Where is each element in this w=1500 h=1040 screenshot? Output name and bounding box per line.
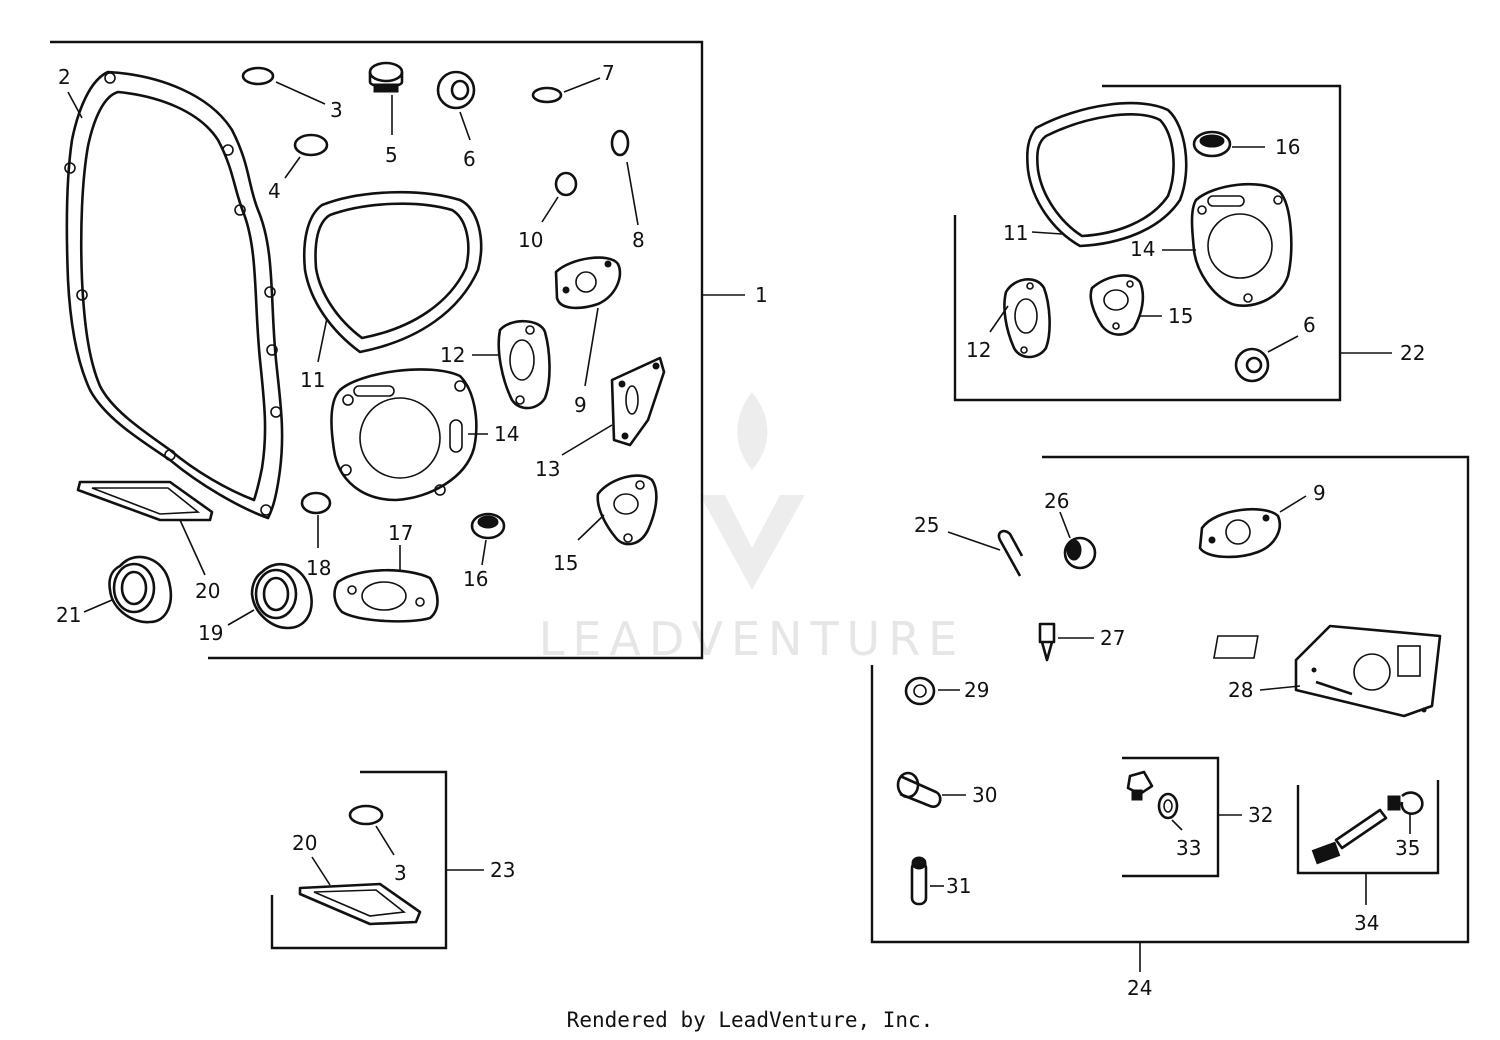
kit-22-valve-gasket-set: 22 11 16 14 15 <box>953 84 1425 402</box>
plug-5 <box>368 61 404 93</box>
callout-6: 6 <box>463 147 476 171</box>
valve-seal-16b <box>1192 130 1232 158</box>
callout-5: 5 <box>385 143 398 167</box>
callout-20: 20 <box>195 579 220 603</box>
exhaust-gasket-12b <box>1003 278 1051 359</box>
spring-clip-25 <box>997 529 1024 577</box>
callout-34: 34 <box>1354 911 1379 935</box>
oil-seal-21 <box>108 555 173 624</box>
callout-33: 33 <box>1176 836 1201 860</box>
washer-7 <box>531 86 563 104</box>
callout-29: 29 <box>964 678 989 702</box>
o-ring-3 <box>241 66 275 86</box>
gasket-15b <box>1089 274 1145 336</box>
kit-1-gasket-set: 1 2 3 4 5 <box>50 40 768 660</box>
callout-30: 30 <box>972 783 997 807</box>
rocker-cover-gasket-11b <box>1025 101 1188 248</box>
footer-credit: Rendered by LeadVenture, Inc. <box>566 1008 934 1032</box>
callout-1: 1 <box>755 283 768 307</box>
washer-29 <box>904 676 936 706</box>
callout-8: 8 <box>632 228 645 252</box>
callout-14b: 14 <box>1130 237 1155 261</box>
exhaust-gasket-12 <box>497 319 551 410</box>
washer-4 <box>293 133 329 157</box>
callout-19: 19 <box>198 621 223 645</box>
callout-16b: 16 <box>1275 135 1300 159</box>
cylinder-head-gasket-14 <box>330 368 478 502</box>
seal-10 <box>554 171 578 197</box>
kit-24-carburetor-kit: 24 25 26 9 27 29 <box>870 455 1470 1000</box>
gasket-15 <box>596 474 658 546</box>
callout-7: 7 <box>602 61 615 85</box>
kit-23-gasket-set: 23 3 20 <box>270 770 515 950</box>
idle-mixture-screw <box>1311 808 1388 865</box>
washer-33 <box>1157 792 1179 820</box>
gasket-20b <box>298 882 422 926</box>
callout-26: 26 <box>1044 489 1069 513</box>
rocker-cover-gasket-11 <box>303 190 483 354</box>
callout-3b: 3 <box>394 861 407 885</box>
callout-21: 21 <box>56 603 81 627</box>
callout-17: 17 <box>388 521 413 545</box>
kit-1-bracket <box>50 40 704 660</box>
callout-10: 10 <box>518 228 543 252</box>
welch-plug-26 <box>1063 536 1097 570</box>
callout-25: 25 <box>914 513 939 537</box>
callout-12: 12 <box>440 343 465 367</box>
bowl-drain-screw <box>1126 770 1154 801</box>
valve-seal-16 <box>470 512 506 540</box>
seal-6 <box>436 70 476 110</box>
carburetor-gasket-9 <box>554 256 622 310</box>
spring-35 <box>1387 791 1424 815</box>
seal-6b <box>1234 347 1270 383</box>
intake-gasket-17 <box>333 568 439 623</box>
main-jet-30 <box>896 771 942 808</box>
callout-23: 23 <box>490 858 515 882</box>
callout-12b: 12 <box>966 338 991 362</box>
carburetor-gasket-9b <box>1198 507 1281 559</box>
inlet-needle-27 <box>1038 622 1056 662</box>
callout-18: 18 <box>306 556 331 580</box>
gasket-20 <box>76 480 214 522</box>
kit-24-bracket <box>870 455 1470 944</box>
callout-20b: 20 <box>292 831 317 855</box>
callout-4: 4 <box>268 179 281 203</box>
cylinder-head-gasket-14b <box>1190 182 1293 307</box>
kit-23-bracket <box>270 770 448 950</box>
callout-15b: 15 <box>1168 304 1193 328</box>
emulsion-tube-31 <box>910 856 928 906</box>
callout-22: 22 <box>1400 341 1425 365</box>
washer-18 <box>300 491 332 515</box>
kit-32-bracket <box>1122 756 1220 878</box>
callout-11b: 11 <box>1003 221 1028 245</box>
callout-11: 11 <box>300 368 325 392</box>
callout-9: 9 <box>574 393 587 417</box>
callout-2: 2 <box>58 65 71 89</box>
callout-27: 27 <box>1100 626 1125 650</box>
callout-3: 3 <box>330 98 343 122</box>
callout-14: 14 <box>494 422 519 446</box>
washer-8 <box>610 129 630 157</box>
callout-24: 24 <box>1127 976 1152 1000</box>
callout-15: 15 <box>553 551 578 575</box>
crankcase-gasket <box>64 70 284 520</box>
o-ring-3b <box>348 804 384 826</box>
leadventure-watermark: LEADVENTURE <box>539 392 957 666</box>
callout-31: 31 <box>946 874 971 898</box>
float-bowl-gasket-28 <box>1213 624 1442 718</box>
breather-plate-13 <box>610 356 666 447</box>
callout-6b: 6 <box>1303 313 1316 337</box>
callout-28: 28 <box>1228 678 1253 702</box>
callout-16: 16 <box>463 567 488 591</box>
oil-seal-19 <box>250 562 313 630</box>
callout-9b: 9 <box>1313 481 1326 505</box>
kit-22-bracket <box>953 84 1342 402</box>
callout-32: 32 <box>1248 803 1273 827</box>
kit-34-bracket <box>1296 780 1440 875</box>
callout-35: 35 <box>1395 836 1420 860</box>
callout-13: 13 <box>535 457 560 481</box>
